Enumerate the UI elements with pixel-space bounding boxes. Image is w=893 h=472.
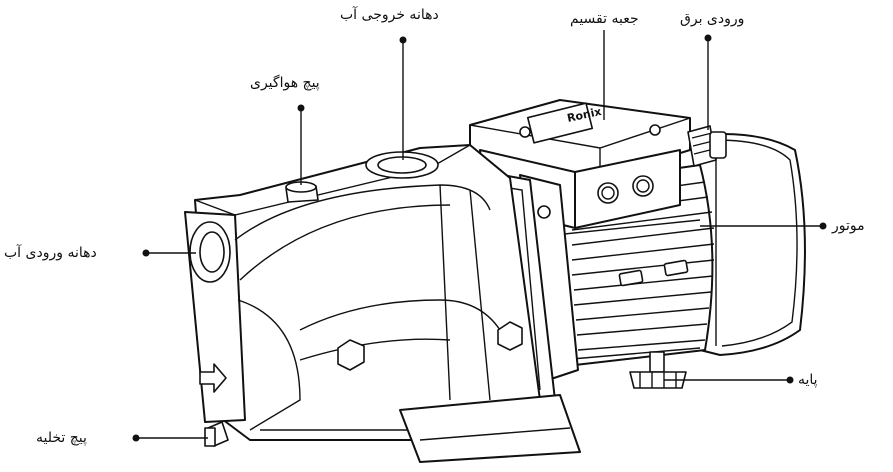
label-motor: موتور	[832, 218, 865, 234]
arrow-icon	[199, 363, 227, 393]
air-screw	[285, 181, 319, 203]
inlet-port	[189, 221, 231, 283]
pump-casing	[184, 144, 581, 463]
label-outlet: دهانه خروجی آب	[340, 7, 439, 23]
motor-end-cap	[699, 133, 806, 356]
label-drain-screw: پیچ تخلیه	[36, 430, 87, 446]
label-base: پایه	[798, 372, 818, 388]
cable-gland	[687, 125, 727, 167]
label-inlet: دهانه ورودی آب	[4, 245, 97, 261]
outlet-port	[365, 151, 439, 179]
label-air-screw: پیچ هواگیری	[250, 75, 320, 91]
casing-bolts	[337, 321, 523, 371]
label-power-inlet: ورودی برق	[680, 11, 745, 27]
leader-lines	[132, 30, 827, 442]
adjustable-foot	[629, 351, 687, 389]
label-junction-box: جعبه تقسیم	[570, 11, 639, 27]
drain-screw	[204, 421, 229, 447]
